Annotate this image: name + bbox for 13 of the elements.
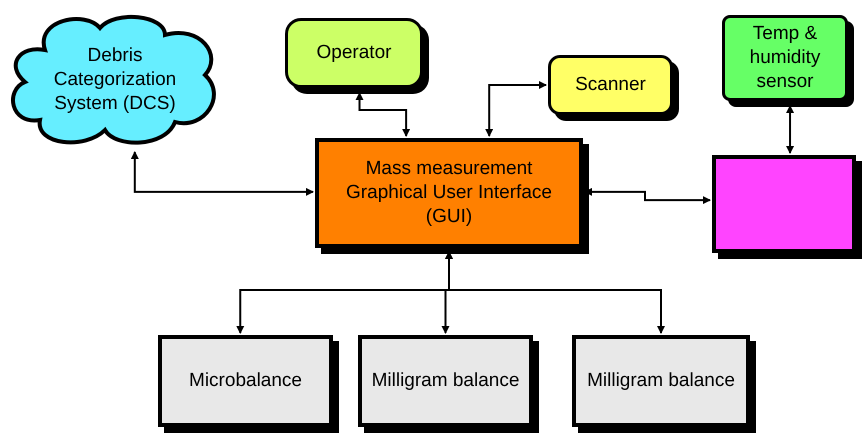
connector-arrow: [356, 92, 410, 137]
node-label: Operator: [316, 41, 392, 65]
node-label: Scanner: [575, 73, 646, 97]
connector-arrow: [485, 81, 547, 137]
connector-arrow: [786, 105, 794, 154]
node-label: Microbalance: [189, 369, 302, 393]
node-label: Temp & humidity sensor: [748, 22, 822, 94]
connector-arrow: [445, 251, 665, 334]
node-label: Milligram balance: [587, 369, 735, 393]
node-label: Milligram balance: [372, 369, 520, 393]
node-label: Debris Categorization System (DCS): [52, 44, 178, 116]
node-label: Mass measurement Graphical User Interface (GUI): [345, 157, 553, 229]
connector-arrow: [130, 151, 314, 196]
